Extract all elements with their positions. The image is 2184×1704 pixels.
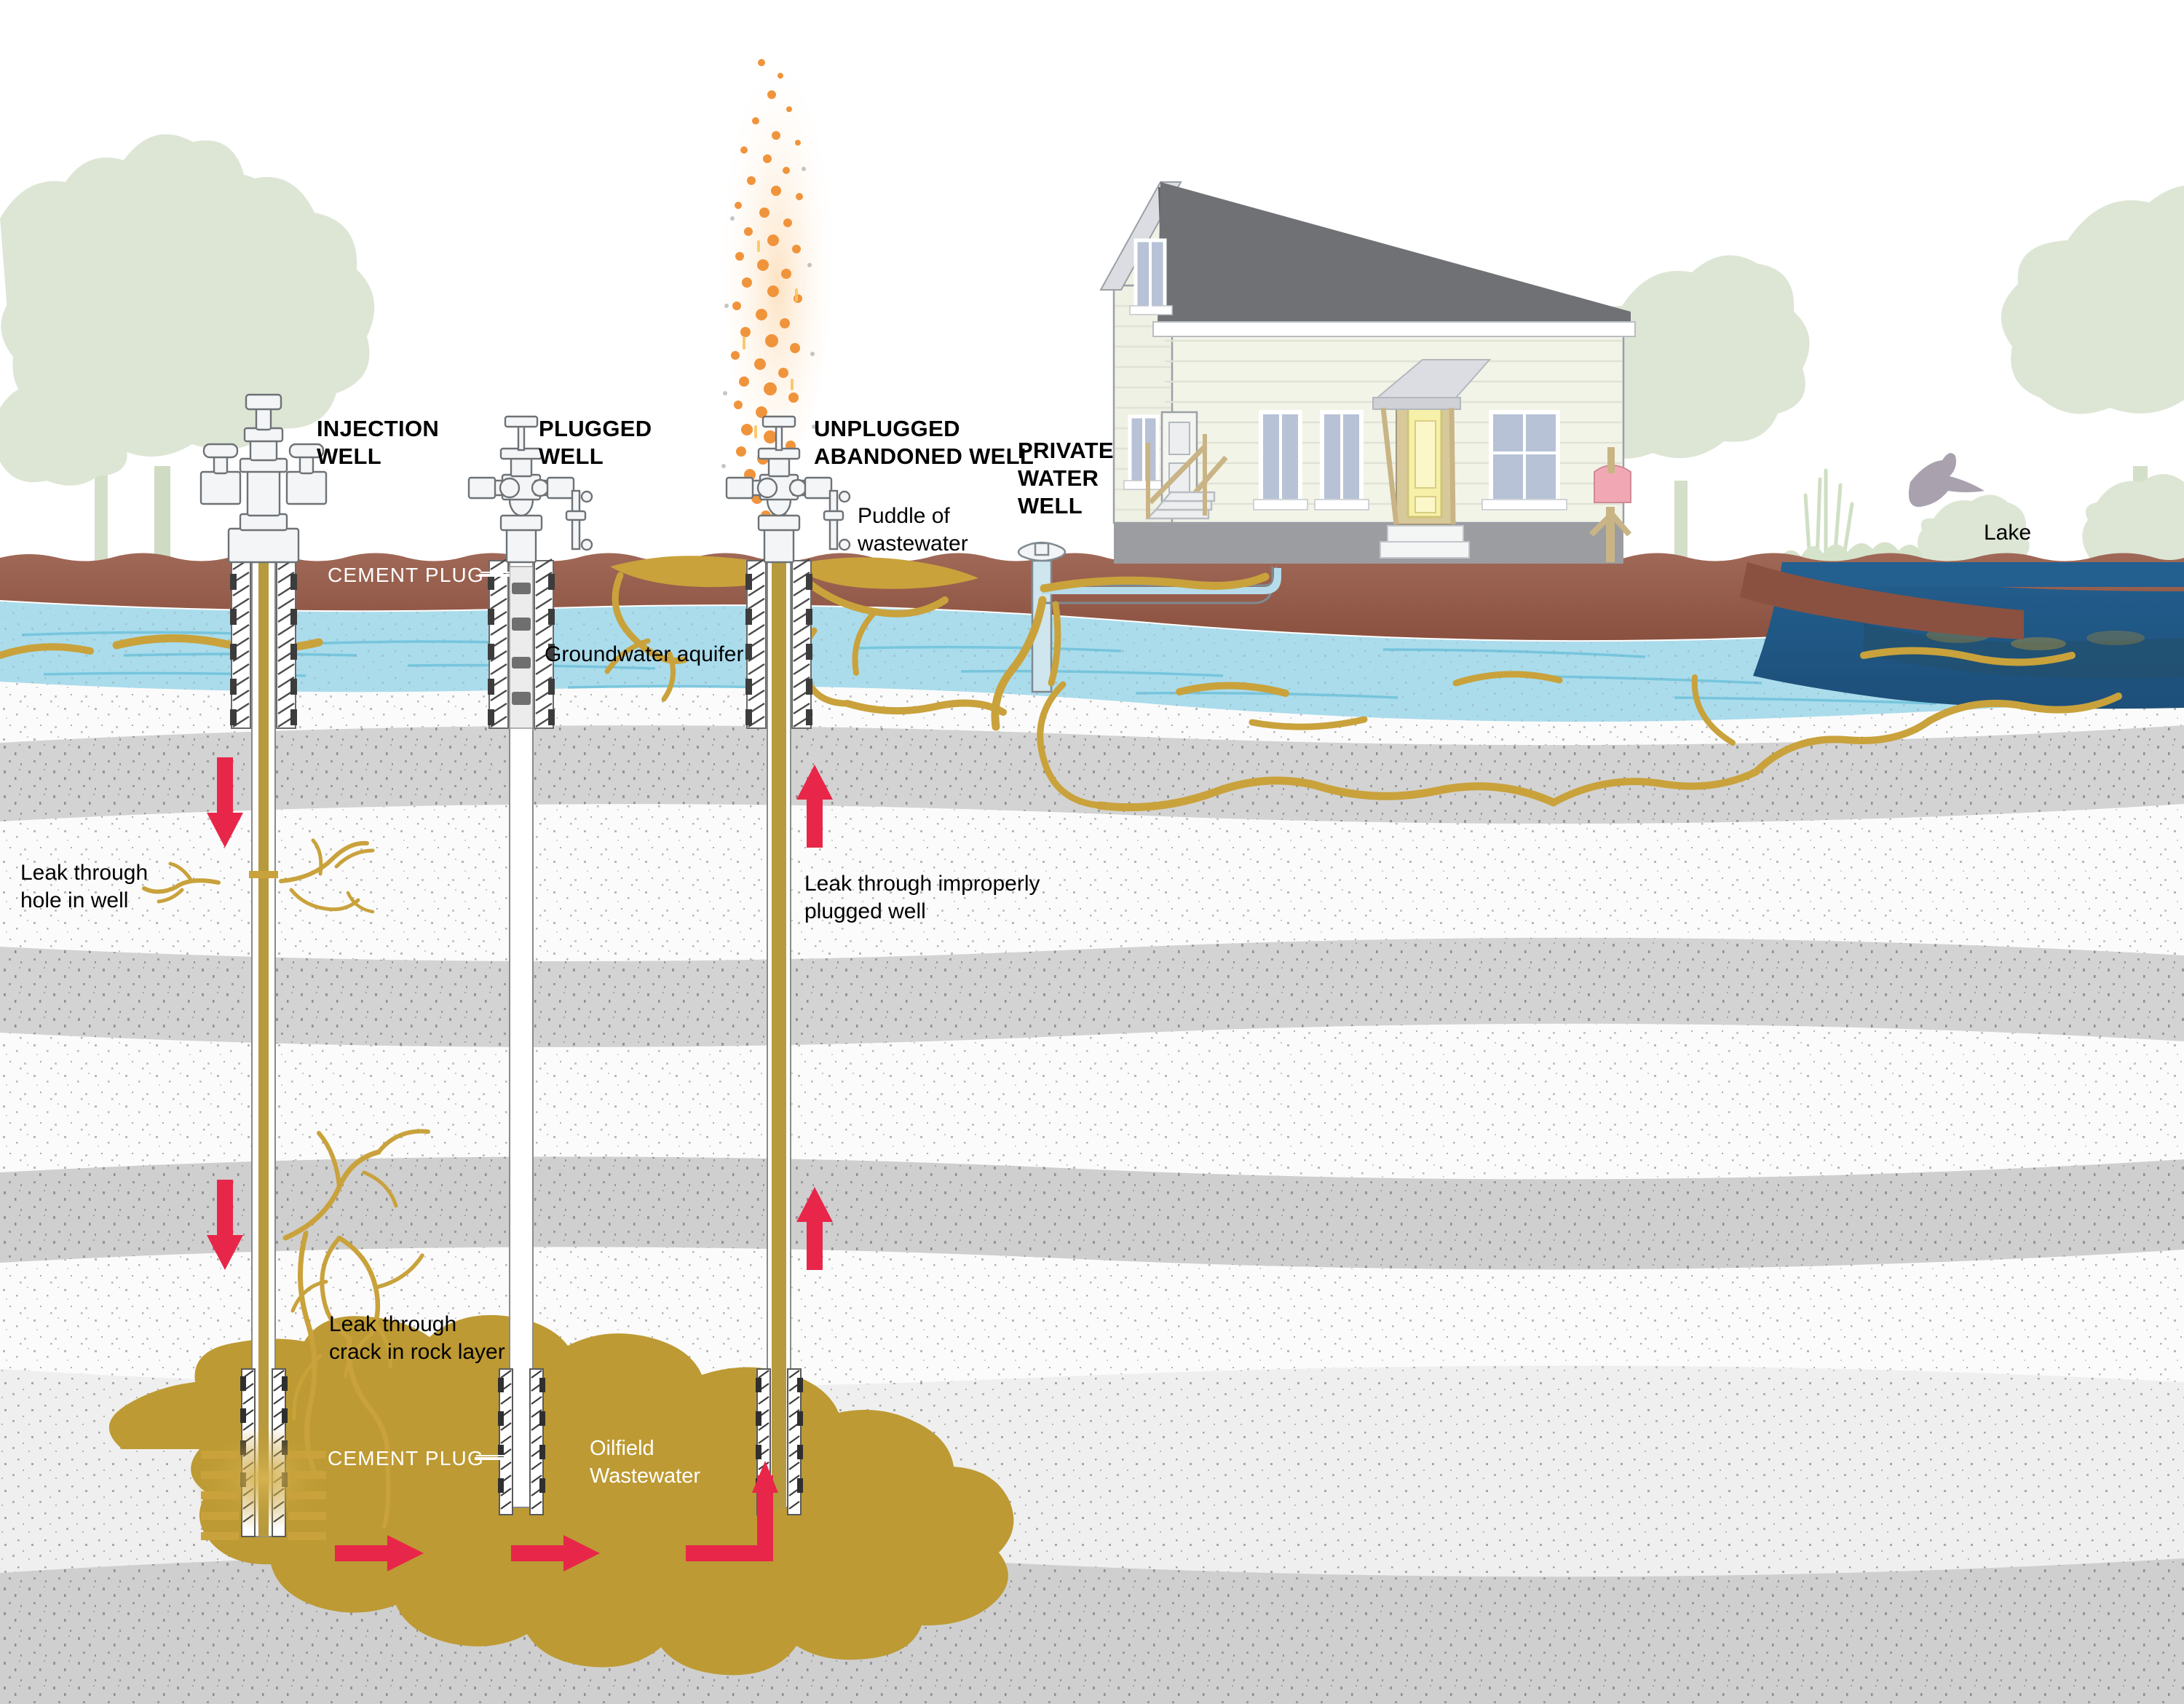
label-leak-through-hole-in-well: Leak through hole in well [20,861,149,912]
bird-icon [1908,453,1985,508]
leaking-fluid-column [772,502,786,1509]
label-cement-plug-upper: CEMENT PLUG [328,564,484,586]
label-groundwater-aquifer: Groundwater aquifer [545,642,744,666]
label-oilfield-wastewater: Oilfield Wastewater [590,1437,701,1488]
label-plugged-well: PLUGGED WELL [539,416,652,469]
house [1099,181,1636,564]
tree-group-left [0,134,375,561]
arrow-up-1 [796,765,833,848]
arrow-right-up [686,1461,778,1561]
label-unplugged-abandoned-well: UNPLUGGED ABANDONED WELL [814,416,1034,469]
injection-well-assembly [192,393,335,1540]
arrow-down-1 [207,757,243,848]
label-puddle-of-wastewater: Puddle of wastewater [858,504,968,556]
label-leak-through-crack-in-rock-layer: Leak through crack in rock layer [329,1312,505,1364]
label-private-water-well: PRIVATE WATER WELL [1018,438,1114,518]
plugged-wellhead [467,415,593,564]
arrow-right-1 [335,1535,424,1571]
front-windows [1253,410,1567,510]
plugged-well-assembly [467,415,593,1515]
perforations [201,1451,326,1540]
label-leak-through-improperly-plugged-well: Leak through improperly plugged well [804,872,1040,923]
leader-lines [475,572,510,1460]
private-water-well-piping [991,541,1281,731]
casing-collars [230,574,297,725]
cement-hatch [232,558,295,728]
arrow-down-2 [207,1180,243,1270]
crack-leak-paths [142,838,430,1529]
arrow-right-2 [511,1535,600,1571]
unplugged-abandoned-well-assembly [725,415,851,1515]
unplugged-wellhead [725,415,851,564]
arrow-up-2 [796,1187,833,1270]
lake [1740,562,2184,709]
contaminant-plume-shallow [0,569,2122,812]
flow-arrows [207,757,833,1571]
label-injection-well: INJECTION WELL [317,416,440,469]
label-cement-plug-lower: CEMENT PLUG [328,1447,484,1470]
injection-wellhead [199,393,328,564]
label-lake: Lake [1984,521,2032,545]
mailbox [1589,447,1632,562]
